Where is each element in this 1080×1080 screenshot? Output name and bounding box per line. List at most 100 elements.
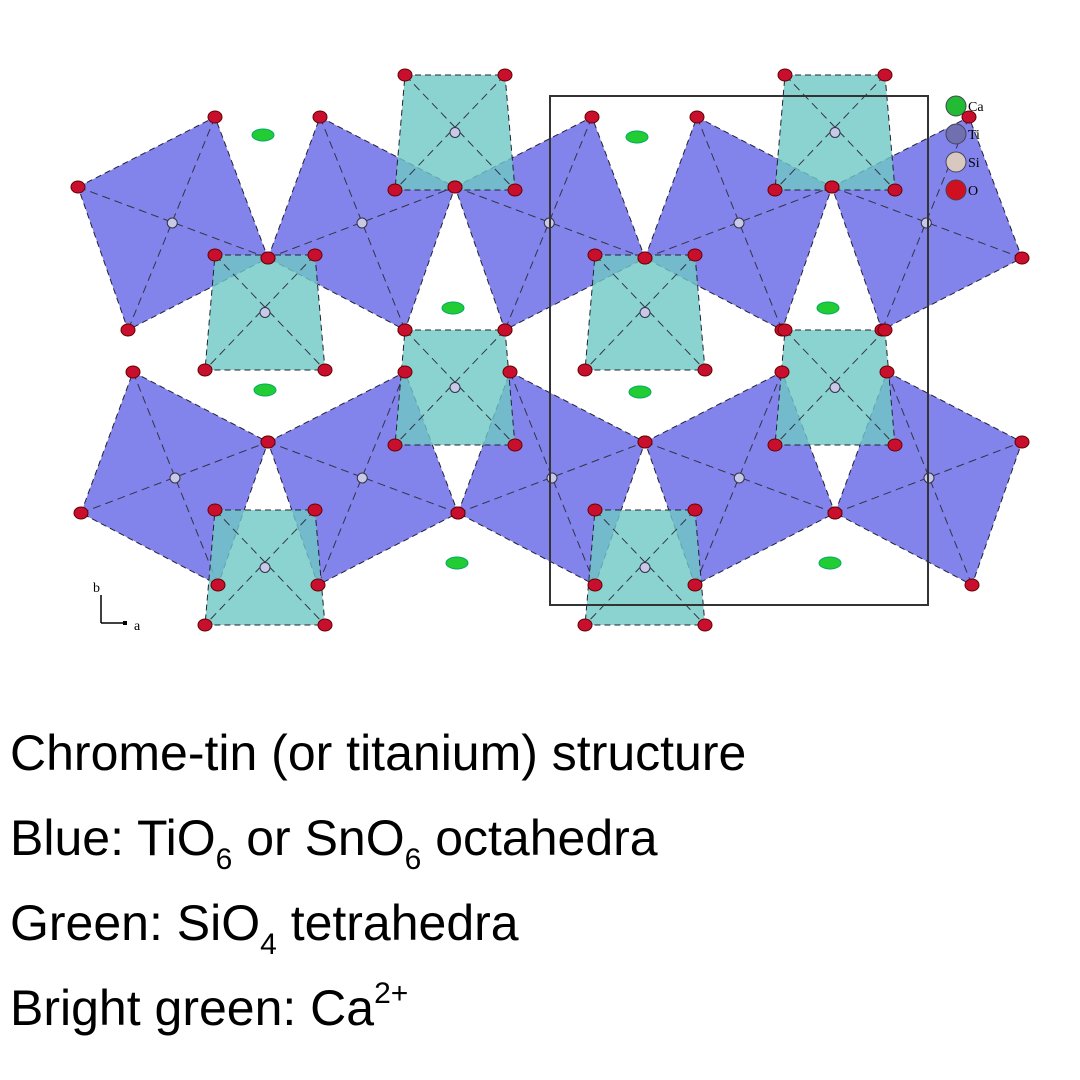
caption-line-4: Bright green: Ca2+	[10, 977, 409, 1036]
oxygen-atom	[1014, 251, 1030, 265]
legend-label-ti: Ti	[968, 128, 980, 143]
oxygen-atom	[774, 365, 790, 379]
oxygen-atom	[1014, 435, 1030, 449]
octahedron-edge	[831, 186, 1023, 259]
oxygen-atom	[577, 618, 593, 632]
cation-atom	[356, 472, 368, 484]
oxygen-atom	[637, 435, 653, 449]
calcium-ion	[818, 556, 842, 570]
oxygen-atom	[584, 110, 600, 124]
unit-cell	[549, 95, 929, 606]
axis-indicator: b a	[93, 581, 141, 634]
oxygen-atom	[312, 110, 328, 124]
cation-atom	[829, 127, 841, 138]
cation-atom	[259, 562, 271, 573]
legend-swatch-ca	[945, 95, 967, 117]
cation-atom	[733, 472, 745, 484]
caption-line-1: Chrome-tin (or titanium) structure	[10, 725, 747, 781]
octahedron-edge	[77, 186, 269, 259]
axis-a-label: a	[134, 619, 141, 634]
oxygen-atom	[502, 365, 518, 379]
octahedron-edge	[454, 186, 646, 259]
calcium-ion	[253, 383, 277, 397]
oxygen-atom	[260, 435, 276, 449]
oxygen-atom	[687, 578, 703, 592]
cation-atom	[546, 472, 558, 484]
oxygen-atom	[587, 578, 603, 592]
octahedron-edge	[267, 441, 459, 514]
oxygen-atom	[887, 438, 903, 452]
legend-label-o: O	[968, 184, 978, 199]
caption-line-2: Blue: TiO6 or SnO6 octahedra	[10, 810, 658, 876]
oxygen-atom	[827, 506, 843, 520]
atoms-layer	[70, 68, 1030, 632]
oxygen-atom	[197, 363, 213, 377]
cation-atom	[449, 127, 461, 138]
oxygen-atom	[120, 323, 136, 337]
oxygen-atom	[767, 183, 783, 197]
cation-atom	[169, 472, 181, 484]
oxygen-atom	[387, 438, 403, 452]
cation-atom	[920, 217, 932, 229]
oxygen-atom	[877, 68, 893, 82]
cation-atom	[166, 217, 178, 229]
cation-atom	[639, 562, 651, 573]
oxygen-atom	[387, 183, 403, 197]
oxygen-atom	[777, 68, 793, 82]
octahedron-edge	[834, 441, 1023, 514]
oxygen-atom	[887, 183, 903, 197]
legend-label-si: Si	[968, 156, 980, 171]
oxygen-atom	[447, 180, 463, 194]
legend-swatch-ti	[945, 123, 967, 145]
octahedron-edge	[644, 441, 836, 514]
cation-atom	[259, 307, 271, 318]
oxygen-atom	[310, 578, 326, 592]
calcium-ion	[625, 130, 649, 144]
oxygen-atom	[207, 503, 223, 517]
legend-swatch-o	[945, 179, 967, 201]
oxygen-atom	[207, 248, 223, 262]
oxygen-atom	[125, 365, 141, 379]
legend-label-ca: Ca	[968, 100, 984, 115]
oxygen-atom	[507, 183, 523, 197]
oxygen-atom	[73, 506, 89, 520]
cation-atom	[733, 217, 745, 229]
oxygen-atom	[397, 68, 413, 82]
calcium-ion	[251, 128, 275, 142]
octahedron-edge	[644, 186, 833, 259]
cation-atom	[829, 382, 841, 393]
cation-atom	[449, 382, 461, 393]
oxygen-atom	[767, 438, 783, 452]
oxygen-atom	[317, 363, 333, 377]
oxygen-atom	[397, 365, 413, 379]
oxygen-atom	[210, 578, 226, 592]
octahedron-edge	[80, 441, 269, 514]
cation-atom	[356, 217, 368, 229]
octahedron-edge	[267, 186, 456, 259]
axis-b-label: b	[93, 581, 100, 596]
oxygen-atom	[397, 323, 413, 337]
oxygen-atom	[877, 323, 893, 337]
oxygen-atom	[777, 323, 793, 337]
oxygen-atom	[260, 251, 276, 265]
oxygen-atom	[497, 68, 513, 82]
octahedron-edge	[457, 441, 646, 514]
caption-line-3: Green: SiO4 tetrahedra	[10, 895, 519, 961]
oxygen-atom	[964, 578, 980, 592]
oxygen-atom	[197, 618, 213, 632]
oxygen-atom	[697, 618, 713, 632]
oxygen-atom	[697, 363, 713, 377]
oxygen-atom	[307, 503, 323, 517]
oxygen-atom	[879, 365, 895, 379]
legend-swatch-si	[945, 151, 967, 173]
oxygen-atom	[450, 506, 466, 520]
oxygen-atom	[507, 438, 523, 452]
calcium-ion	[441, 301, 465, 315]
calcium-ion	[628, 385, 652, 399]
cation-atom	[639, 307, 651, 318]
oxygen-atom	[577, 363, 593, 377]
calcium-ion	[445, 556, 469, 570]
calcium-ion	[816, 301, 840, 315]
